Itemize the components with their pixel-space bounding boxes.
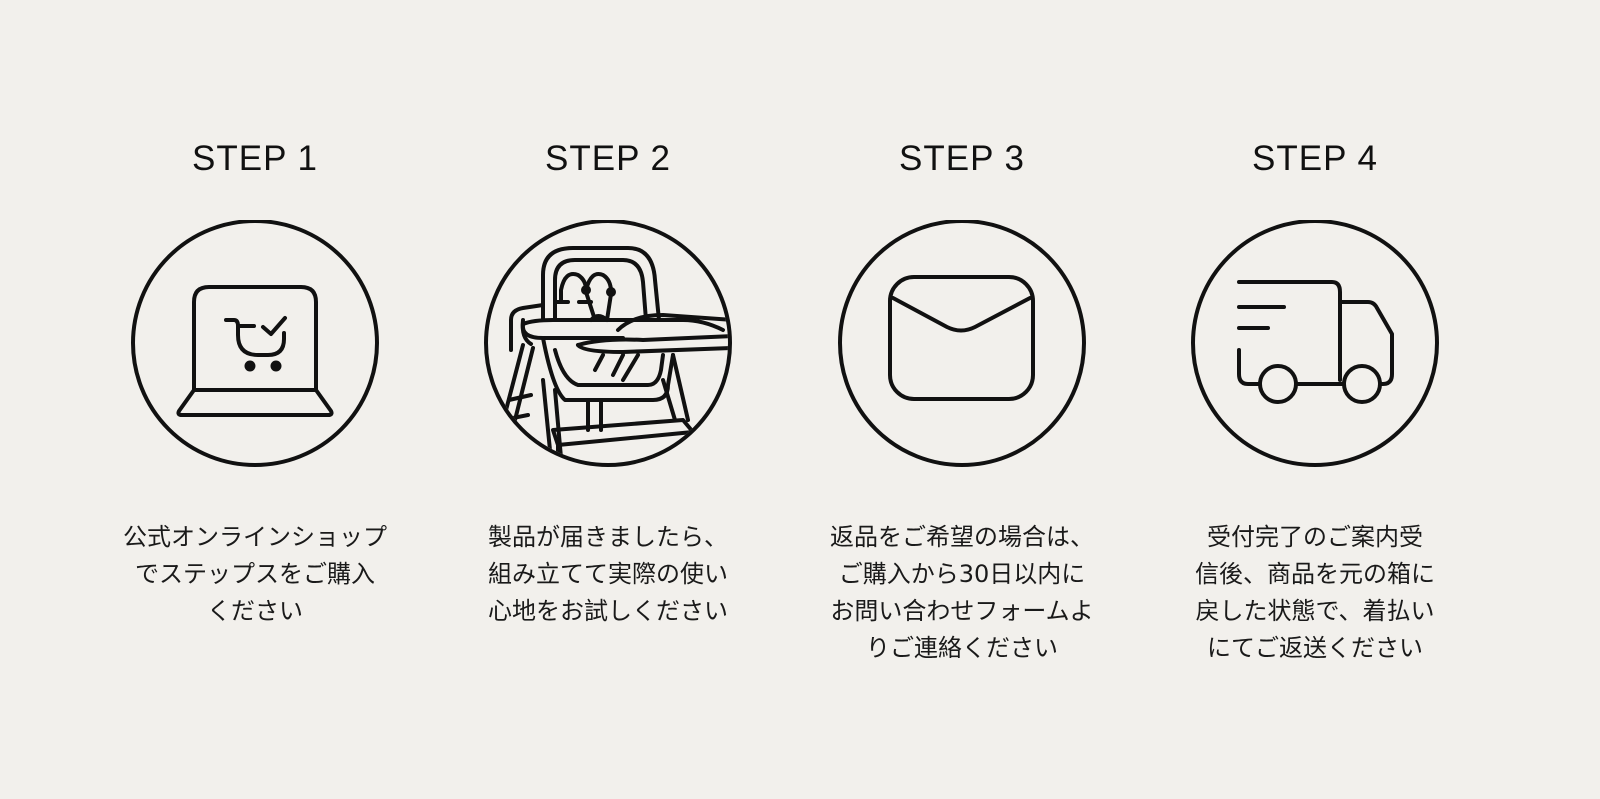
laptop-cart-icon bbox=[130, 220, 380, 470]
step-title: STEP 3 bbox=[899, 139, 1025, 178]
step-description: 受付完了のご案内受 信後、商品を元の箱に 戻した状態で、着払い にてご返送くださ… bbox=[1195, 523, 1435, 662]
envelope-icon bbox=[837, 220, 1087, 470]
step-4: STEP 4 受付完了のご案内受 信後、商品を元の箱に 戻した状態で、着払い に… bbox=[1145, 0, 1485, 799]
step-3: STEP 3 返品をご希望の場合は、 ご購入から30日以内に お問い合わせフォー… bbox=[792, 0, 1132, 799]
step-description: 公式オンラインショップ でステップスをご購入 ください bbox=[123, 523, 387, 625]
step-1: STEP 1 公式オンラインショップ でステップスをご購入 ください bbox=[85, 0, 425, 799]
step-title: STEP 2 bbox=[545, 139, 671, 178]
step-description: 返品をご希望の場合は、 ご購入から30日以内に お問い合わせフォームよ りご連絡… bbox=[830, 523, 1094, 662]
step-title: STEP 4 bbox=[1252, 139, 1378, 178]
delivery-truck-icon bbox=[1190, 220, 1440, 470]
high-chair-icon bbox=[483, 220, 733, 470]
step-description: 製品が届きましたら、 組み立てて実際の使い 心地をお試しください bbox=[488, 523, 728, 625]
step-title: STEP 1 bbox=[192, 139, 318, 178]
step-2: STEP 2 bbox=[438, 0, 778, 799]
